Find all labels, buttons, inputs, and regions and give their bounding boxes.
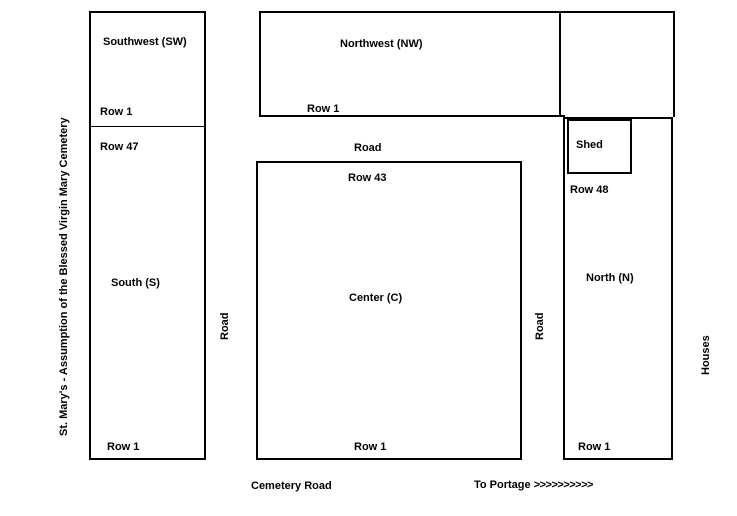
boundary-top-rail — [561, 11, 675, 13]
boundary-right-rail — [673, 11, 675, 117]
region-shed — [567, 119, 632, 174]
road-label-east: Road — [534, 312, 546, 341]
region-center — [256, 161, 522, 460]
to-portage-text: To Portage — [474, 479, 531, 491]
road-label-center: Road — [354, 142, 382, 154]
region-label-south: South (S) — [111, 277, 160, 289]
boundary-northwest-bottom-right — [561, 115, 565, 117]
divider-southwest-south — [90, 126, 205, 127]
row-label-southwest-row1: Row 1 — [100, 106, 133, 118]
row-label-center-row1: Row 1 — [354, 441, 387, 453]
row-label-north-row1: Row 1 — [578, 441, 611, 453]
building-label-shed: Shed — [576, 139, 603, 151]
region-northwest — [259, 11, 561, 117]
landmark-label-houses: Houses — [700, 335, 712, 375]
direction-label-to-portage: To Portage >>>>>>>>>> — [474, 479, 593, 491]
row-label-south-row1: Row 1 — [107, 441, 140, 453]
road-label-cemetery-road: Cemetery Road — [251, 480, 332, 492]
row-label-north-row48: Row 48 — [570, 184, 609, 196]
page-title: St. Mary's - Assumption of the Blessed V… — [58, 117, 70, 436]
region-label-north: North (N) — [586, 272, 634, 284]
row-label-center-row43: Row 43 — [348, 172, 387, 184]
row-label-northwest-row1: Row 1 — [307, 103, 340, 115]
row-label-south-row47: Row 47 — [100, 141, 139, 153]
region-label-southwest: Southwest (SW) — [103, 36, 187, 48]
road-label-west: Road — [219, 312, 231, 341]
to-portage-arrows-icon: >>>>>>>>>> — [533, 479, 594, 491]
region-label-northwest: Northwest (NW) — [340, 38, 423, 50]
region-north — [563, 117, 673, 460]
region-label-center: Center (C) — [349, 292, 403, 304]
region-southwest-south — [89, 11, 206, 460]
